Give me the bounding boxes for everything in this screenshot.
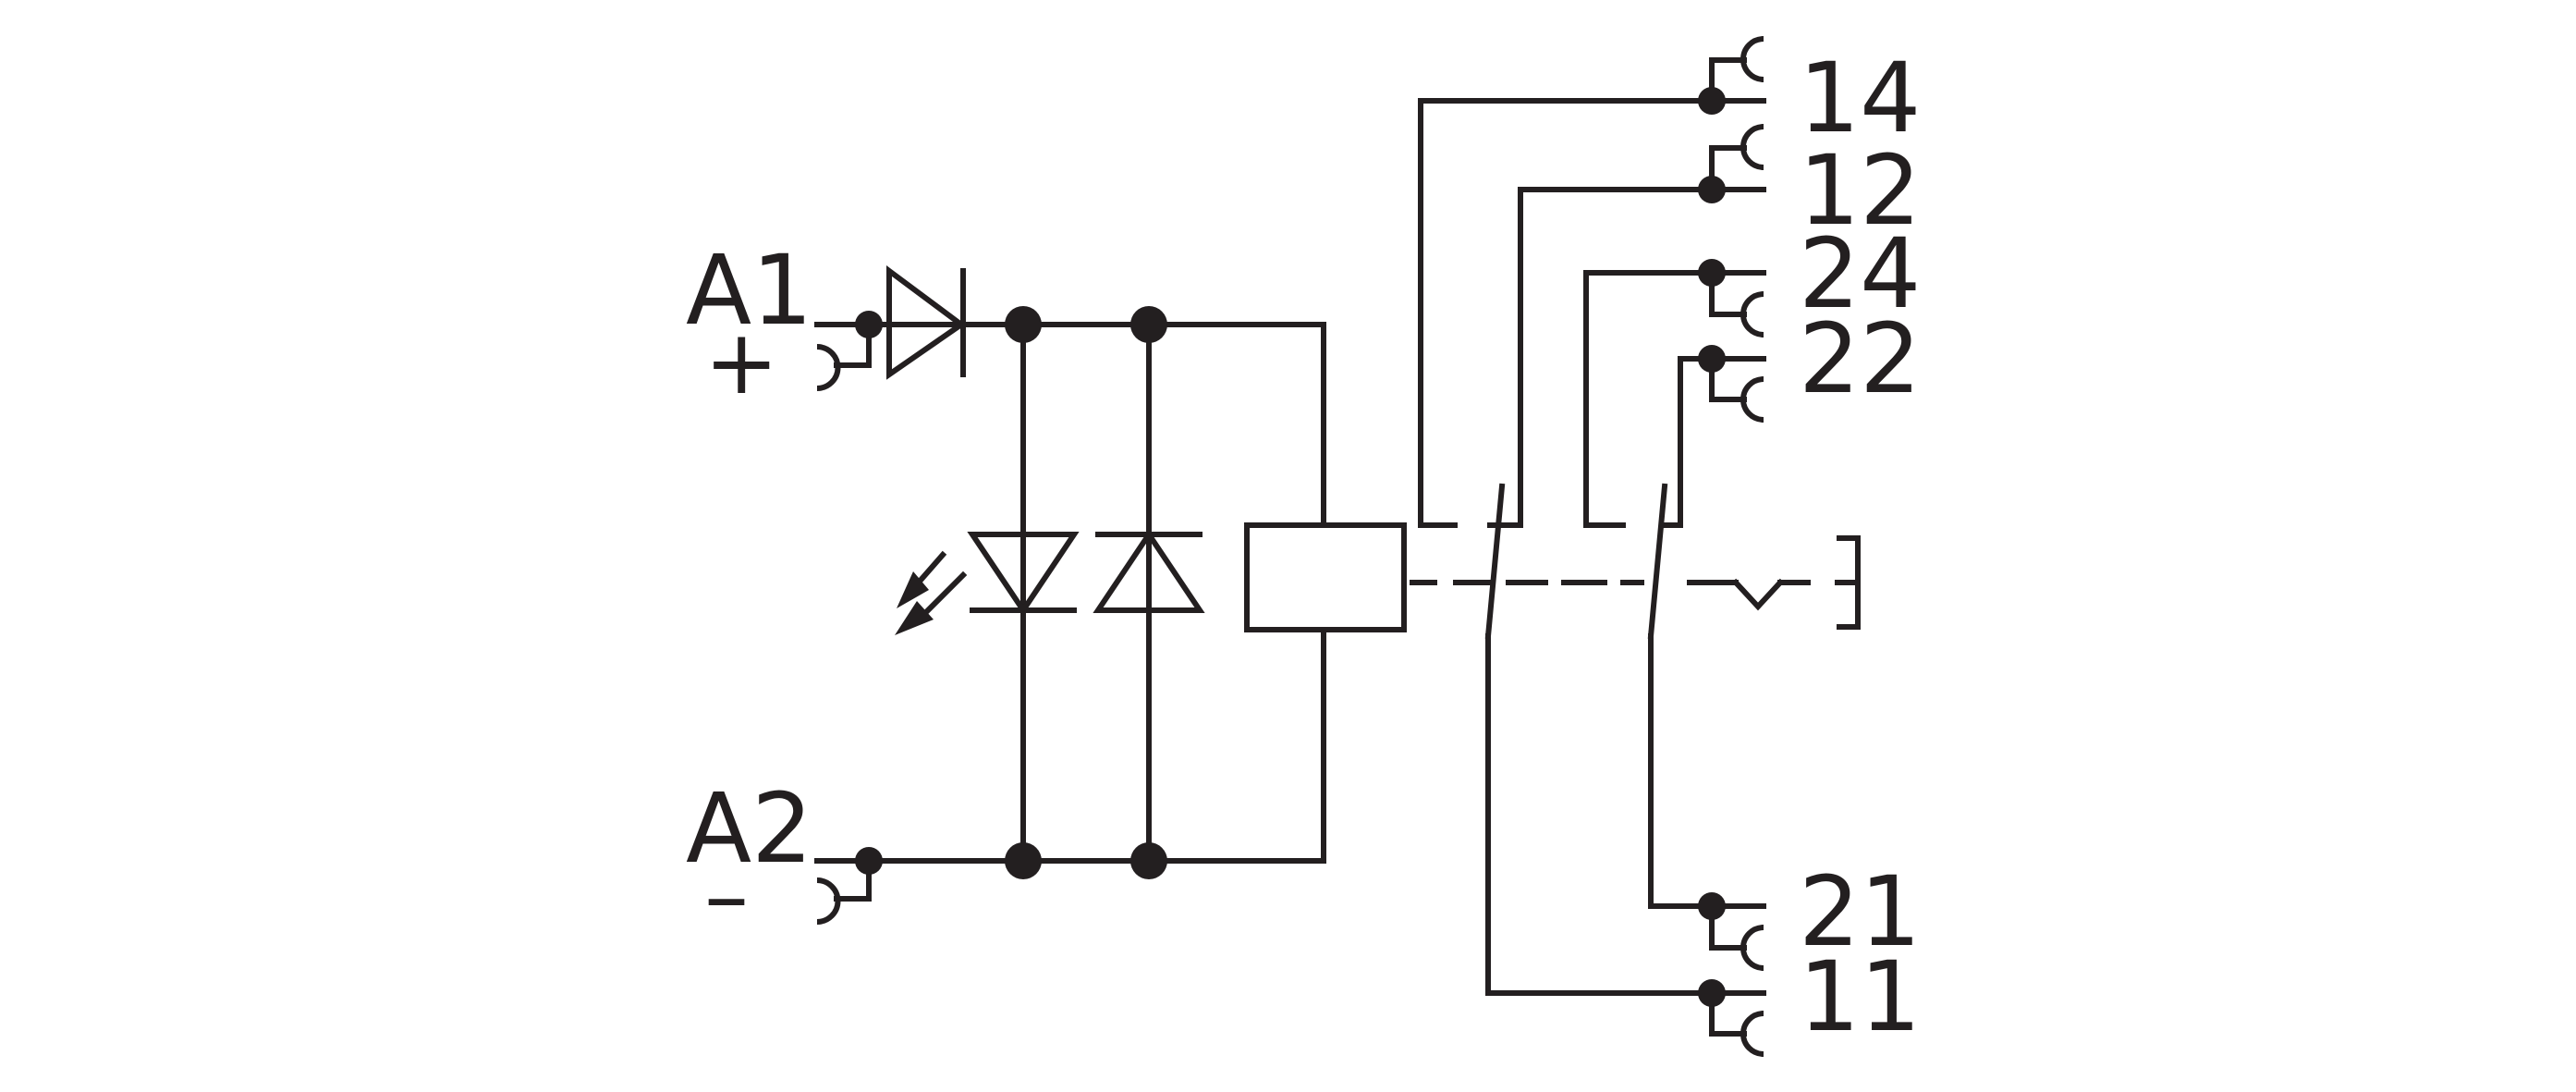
label-11: 11 [1799, 940, 1921, 1053]
label-21: 21 [1799, 855, 1921, 968]
relay-coil [1244, 322, 1407, 864]
terminal-11-connector [1698, 979, 1764, 1057]
label-14: 14 [1799, 42, 1921, 154]
label-a1: A1 [686, 234, 812, 347]
label-24: 24 [1799, 217, 1921, 330]
series-diode [886, 265, 967, 380]
label-12: 12 [1799, 134, 1921, 247]
switch-blade-2 [1647, 483, 1668, 640]
terminal-14-connector [1698, 36, 1766, 115]
terminal-22-connector [1698, 345, 1766, 423]
label-a1-plus: + [704, 311, 778, 414]
terminal-12-connector [1698, 124, 1766, 203]
switch-blade-1 [1484, 483, 1506, 640]
terminal-a2-connector [814, 847, 892, 925]
protection-diode [1093, 322, 1205, 864]
contact-set-1 [1418, 98, 1766, 996]
label-a2: A2 [686, 772, 812, 885]
terminal-21-connector [1698, 892, 1764, 971]
label-22: 22 [1799, 302, 1921, 415]
led-indicator [895, 322, 1080, 864]
label-a2-minus: – [704, 844, 749, 948]
terminal-24-connector [1698, 259, 1766, 337]
mechanical-linkage [1410, 535, 1861, 630]
terminal-a1-connector [814, 311, 892, 391]
contact-set-2 [1583, 270, 1766, 909]
